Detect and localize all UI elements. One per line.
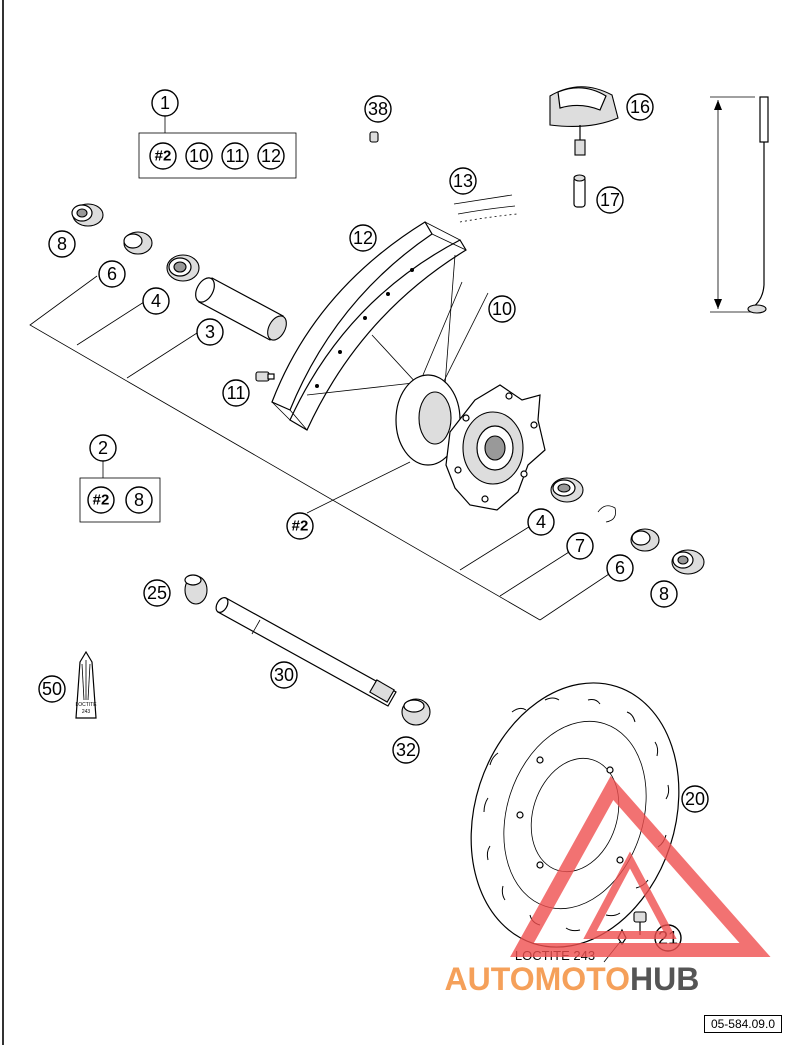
page-border [2,0,4,1045]
kit-2-item: #2 [93,492,110,509]
tube-label-line2: 243 [82,709,91,715]
wheel-hub-2 [395,374,546,511]
callout-4: 4 [151,291,161,311]
kit-1-group: 1 #2 10 11 12 [138,89,297,179]
spacer-tube-3 [195,277,287,341]
kit-1-item: 11 [226,146,245,166]
callout-7: 7 [575,536,585,556]
left-leader-lines [29,275,541,621]
callout-6: 6 [615,558,625,578]
rim-12 [271,221,467,431]
watermark-brand-part1: AUTOMOTO [445,961,630,997]
right-leader-lines [459,519,619,621]
spoke-dimension [710,96,769,314]
watermark-brand-part2: HUB [630,961,699,997]
callout-11: 11 [227,383,246,403]
callout-6: 6 [107,264,117,284]
axle-nut-32 [401,698,431,726]
kit-1-item: 12 [261,146,281,166]
diagram-reference-code: 05-584.09.0 [703,1015,782,1033]
kit-2-number: 2 [98,438,108,458]
kit-1-number: 1 [160,93,170,113]
callout-25: 25 [147,583,167,603]
watermark-logo [510,775,771,957]
callout-50: 50 [42,679,62,699]
tube-17 [573,174,586,208]
callout-32: 32 [396,740,416,760]
kit-2-item: 8 [134,490,144,510]
callout-17: 17 [600,190,620,210]
callout-13: 13 [453,171,473,191]
callout-12: 12 [353,228,373,248]
circlip-7 [597,505,616,523]
rim-tape-13 [453,194,518,223]
tube-label-line1: LOCTITE [75,702,97,708]
callout-4: 4 [536,512,546,532]
seal-6-right [630,528,660,552]
axle-30 [215,597,397,707]
kit-1-item: 10 [189,146,209,166]
kit-1-box [138,132,297,179]
cap-38 [369,131,379,143]
spacer-8-right [671,549,705,575]
axle-nut-25 [184,574,208,605]
kit-2-group: 2 #2 8 [79,434,161,523]
callout-16: 16 [630,97,650,117]
callout-8: 8 [659,584,669,604]
loctite-tube-50: LOCTITE 243 [75,650,97,719]
kit-2-box [79,477,161,523]
callout-30: 30 [274,665,294,685]
nipple-11 [255,371,275,382]
bearing-4-left [166,254,200,282]
callout-hub: #2 [292,518,309,535]
kit-1-item: #2 [155,148,172,165]
seal-6-left [123,231,153,255]
bearing-4-right [550,477,584,503]
callout-20: 20 [685,789,705,809]
tire-16 [549,86,619,156]
callout-10: 10 [492,299,512,319]
spacer-8-left [71,203,104,227]
callout-38: 38 [368,99,388,119]
callout-8: 8 [57,234,67,254]
callout-3: 3 [205,322,215,342]
